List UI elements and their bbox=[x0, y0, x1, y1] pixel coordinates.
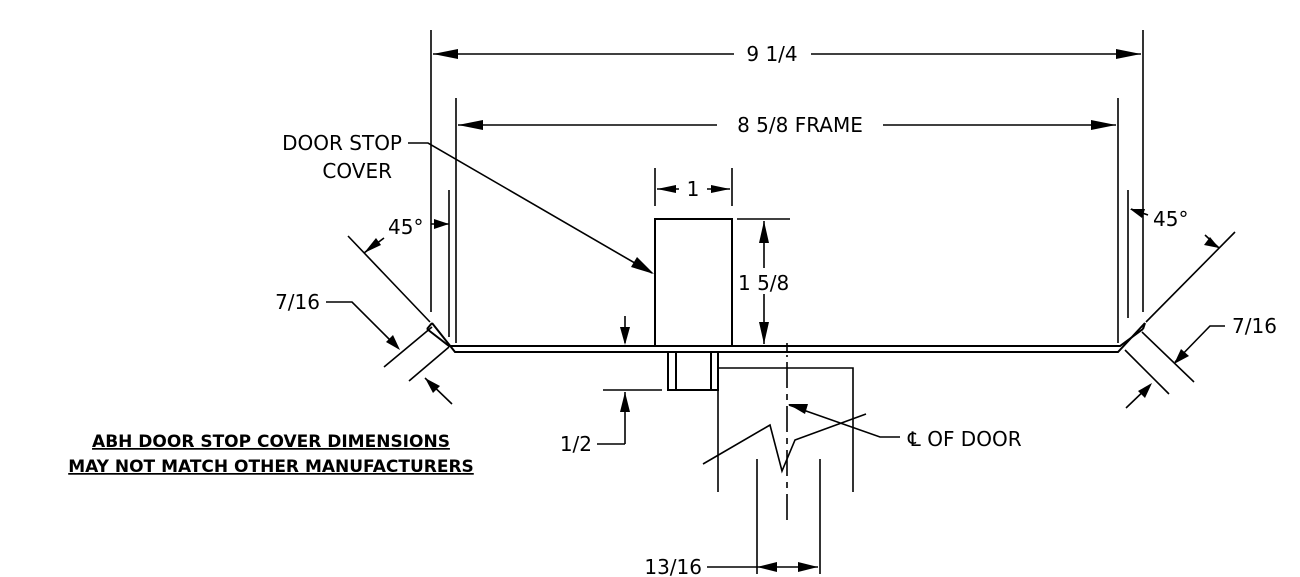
stop-height-label: 1 5/8 bbox=[738, 271, 789, 295]
thickness-indicator bbox=[620, 316, 630, 345]
note-line1: ABH DOOR STOP COVER DIMENSIONS bbox=[92, 432, 450, 452]
door-offset-label: 13/16 bbox=[644, 555, 702, 577]
centerline-arrow bbox=[788, 404, 808, 414]
door-offset-arrow-right bbox=[798, 562, 818, 572]
left-return-arrow-a bbox=[386, 335, 400, 350]
left-angle-arrow-b bbox=[434, 219, 449, 229]
left-return-ext-a bbox=[383, 326, 433, 368]
right-return-dimension: 7/16 bbox=[1124, 314, 1277, 409]
profile-inner bbox=[431, 322, 1146, 353]
right-return-label: 7/16 bbox=[1232, 314, 1277, 338]
door-section bbox=[702, 343, 867, 520]
left-angle-dimension: 45° bbox=[347, 190, 450, 337]
left-return-dimension: 7/16 bbox=[275, 290, 453, 405]
door-stop-block bbox=[654, 218, 733, 347]
right-angle-arrow-b bbox=[1204, 237, 1219, 248]
frame-width-dimension: 8 5/8 FRAME bbox=[455, 98, 1119, 343]
centerline-leader bbox=[788, 404, 900, 438]
thickness-arrow bbox=[620, 327, 630, 345]
right-angle-arrow-a bbox=[1130, 209, 1145, 218]
stop-width-arrow-right bbox=[711, 185, 730, 193]
right-return-arrow-a bbox=[1174, 349, 1189, 364]
right-return-leader-a bbox=[1174, 325, 1225, 363]
door-face-right bbox=[718, 367, 854, 492]
stop-rectangle bbox=[654, 218, 733, 347]
right-angle-ext bbox=[1145, 231, 1236, 323]
left-angle-arrow-a bbox=[364, 238, 381, 253]
lower-stop-outer bbox=[667, 351, 719, 391]
profile-outer bbox=[426, 328, 1144, 347]
right-return-arrow-b bbox=[1138, 383, 1152, 398]
centerline-callout: ℄ OF DOOR bbox=[788, 404, 1022, 451]
right-return-ext-b bbox=[1124, 349, 1170, 395]
left-angle-label: 45° bbox=[388, 215, 423, 239]
left-return-label: 7/16 bbox=[275, 290, 320, 314]
half-inch-arrow bbox=[620, 392, 630, 412]
manufacturer-note: ABH DOOR STOP COVER DIMENSIONS MAY NOT M… bbox=[68, 432, 474, 477]
right-return-ext-a bbox=[1141, 331, 1195, 383]
door-stop-cover-label-line1: DOOR STOP bbox=[282, 131, 402, 155]
left-return-leader-a bbox=[326, 301, 399, 349]
profile-end-right bbox=[1142, 322, 1146, 330]
overall-width-label: 9 1/4 bbox=[746, 42, 797, 66]
stop-width-dimension: 1 bbox=[654, 168, 733, 206]
left-return-arrow-b bbox=[425, 378, 440, 393]
centerline-label: ℄ OF DOOR bbox=[907, 427, 1022, 451]
door-stop-cover-callout: DOOR STOP COVER bbox=[282, 131, 654, 274]
door-stop-cover-leader bbox=[408, 142, 653, 274]
stop-height-arrow-bottom bbox=[759, 322, 769, 344]
right-angle-label: 45° bbox=[1153, 207, 1188, 231]
door-stop-cover-label-line2: COVER bbox=[322, 159, 392, 183]
door-offset-dimension: 13/16 bbox=[644, 459, 821, 577]
stop-width-arrow-left bbox=[657, 185, 676, 193]
door-break-line bbox=[702, 413, 867, 474]
profile-end-left bbox=[426, 322, 433, 330]
half-inch-label: 1/2 bbox=[560, 432, 592, 456]
stop-height-arrow-top bbox=[759, 221, 769, 243]
door-offset-arrow-left bbox=[757, 562, 777, 572]
overall-arrow-left bbox=[433, 49, 458, 59]
overall-width-dimension: 9 1/4 bbox=[430, 30, 1144, 312]
stop-width-label: 1 bbox=[687, 177, 700, 201]
note-line2: MAY NOT MATCH OTHER MANUFACTURERS bbox=[68, 457, 474, 477]
cover-profile bbox=[426, 322, 1146, 353]
stop-height-dimension: 1 5/8 bbox=[737, 218, 790, 344]
left-return-ext-b bbox=[408, 346, 450, 382]
half-inch-dimension: 1/2 bbox=[560, 389, 662, 456]
frame-arrow-right bbox=[1091, 120, 1116, 130]
left-angle-ext bbox=[347, 235, 431, 323]
lower-stop bbox=[667, 351, 719, 391]
overall-arrow-right bbox=[1116, 49, 1141, 59]
right-angle-dimension: 45° bbox=[1127, 190, 1236, 323]
frame-arrow-left bbox=[458, 120, 483, 130]
frame-width-label: 8 5/8 FRAME bbox=[737, 113, 863, 137]
door-stop-cover-arrow bbox=[631, 257, 654, 274]
